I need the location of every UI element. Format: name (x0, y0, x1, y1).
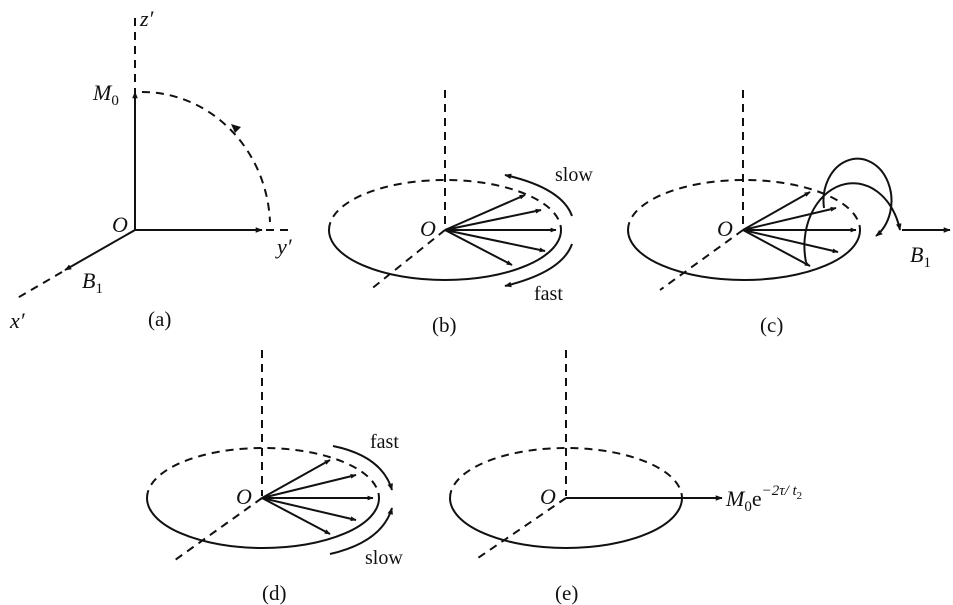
slow-label: slow (555, 164, 593, 186)
y-axis-label: y′ (275, 234, 293, 259)
z-axis-label: z′ (139, 6, 155, 31)
dephasing-spins (742, 191, 857, 267)
x-axis-dashed (659, 229, 744, 291)
panel-d: O fast slow (d) (146, 350, 403, 605)
panel-b: O slow fast (b) (328, 90, 593, 337)
spin-vector (261, 497, 331, 535)
spin-vector (742, 229, 839, 254)
rotation-arrowhead (231, 124, 241, 133)
x-axis-dashed (369, 229, 446, 291)
x-axis-dashed (13, 271, 63, 301)
slow-label: slow (365, 547, 403, 569)
caption-c: (c) (760, 313, 783, 337)
rotation-arc (141, 90, 271, 223)
origin-label: O (717, 216, 733, 241)
spin-vector (444, 194, 526, 231)
b1-label: B1 (910, 242, 931, 271)
spin-vector (444, 208, 542, 231)
caption-a: (a) (148, 307, 171, 331)
fast-arrow (504, 243, 573, 288)
transverse-plane-back (328, 179, 562, 231)
panel-a: z′ y′ x′ O M0 B1 (a) (9, 6, 293, 333)
origin-label: O (420, 216, 436, 241)
x-axis-label: x′ (9, 308, 26, 333)
slow-arrow (504, 173, 573, 217)
transverse-plane-front (328, 229, 562, 281)
transverse-plane-front (146, 497, 380, 549)
outer-rotation-arrow (803, 182, 902, 263)
transverse-plane-front (627, 229, 861, 281)
inner-rotation-arrow (822, 157, 893, 237)
spin-vector (261, 459, 331, 499)
panel-e: O M0e−2τ/ t2 (e) (449, 350, 802, 605)
spin-vector (742, 206, 837, 231)
x-axis-dashed (174, 497, 263, 561)
caption-e: (e) (555, 581, 578, 605)
fast-label: fast (370, 431, 399, 453)
spin-vector (261, 473, 357, 499)
slow-arrow (329, 507, 393, 555)
origin-label: O (112, 212, 128, 237)
fast-label: fast (534, 283, 563, 305)
spin-vector (261, 497, 357, 522)
transverse-plane-back (146, 447, 380, 499)
b1-vector (64, 229, 136, 271)
b1-label: B1 (82, 268, 103, 297)
origin-label: O (236, 484, 252, 509)
dephasing-spins (444, 194, 557, 266)
transverse-plane-back (627, 179, 861, 231)
transverse-plane-front (449, 497, 683, 549)
x-axis-dashed (474, 497, 567, 561)
transverse-plane-back (449, 447, 683, 499)
panel-c: O B1 (c) (627, 90, 951, 337)
spin-vector (444, 229, 513, 266)
spin-vector (742, 191, 811, 231)
spin-vector (444, 229, 546, 253)
caption-b: (b) (432, 313, 457, 337)
origin-label: O (540, 484, 556, 509)
fast-arrow (332, 445, 393, 491)
spin-vector (742, 229, 811, 267)
m0-label: M0 (92, 80, 119, 109)
caption-d: (d) (262, 581, 287, 605)
rephasing-spins (261, 459, 374, 535)
echo-amplitude-label: M0e−2τ/ t2 (725, 483, 802, 515)
